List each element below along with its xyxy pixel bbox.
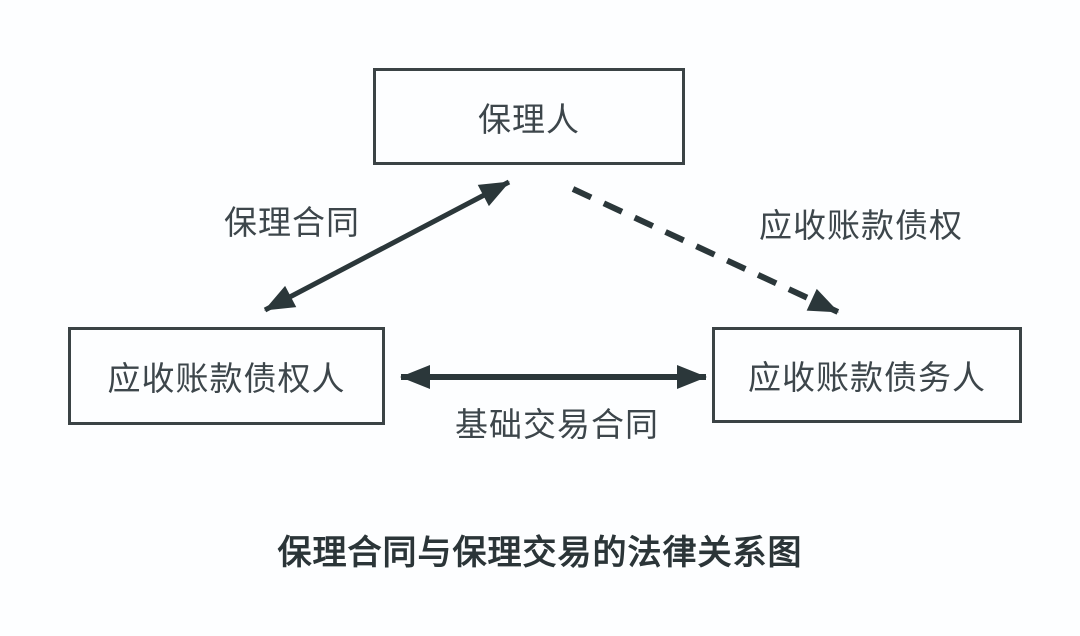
node-creditor-label: 应收账款债权人 [107, 362, 346, 398]
node-debtor: 应收账款债务人 [712, 327, 1022, 423]
edge-label-receivable-claim: 应收账款债权 [759, 209, 963, 245]
node-factor: 保理人 [373, 68, 685, 165]
node-creditor: 应收账款债权人 [68, 327, 385, 425]
diagram-title: 保理合同与保理交易的法律关系图 [277, 534, 803, 572]
node-factor-label: 保理人 [478, 102, 580, 139]
edge-label-base-transaction-contract: 基础交易合同 [455, 408, 659, 444]
edge-label-factoring-contract: 保理合同 [224, 206, 360, 242]
edge-factoring-contract-arrow [263, 179, 511, 313]
edge-receivable-claim-dashed-arrow [571, 186, 840, 315]
node-debtor-label: 应收账款债务人 [748, 361, 986, 397]
